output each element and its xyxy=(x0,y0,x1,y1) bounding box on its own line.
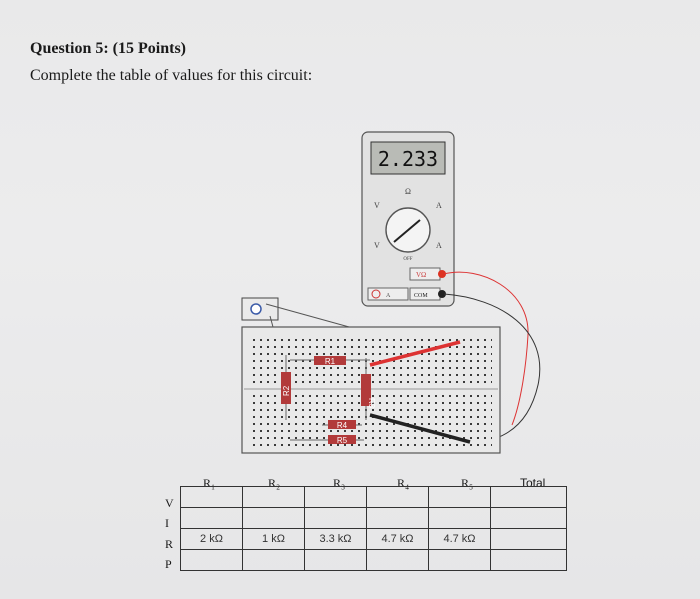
question-prompt: Complete the table of values for this ci… xyxy=(30,67,313,84)
svg-text:R4: R4 xyxy=(337,421,348,430)
jack-va-label: VΩ xyxy=(416,271,426,279)
jack-com-label: COM xyxy=(414,293,428,299)
row-label-i: I xyxy=(165,516,169,530)
circuit-figure: 2.233 Ω V A V A OFF VΩ A COM R1 R2 xyxy=(241,131,541,454)
table-row-v xyxy=(180,486,567,508)
dial-label-dcv: V xyxy=(374,201,380,210)
table-row-i xyxy=(180,507,567,529)
cell-i-total[interactable] xyxy=(490,507,567,529)
svg-text:R2: R2 xyxy=(282,385,291,396)
svg-text:R3: R3 xyxy=(367,398,376,409)
dial-pointer xyxy=(393,219,421,243)
cell-v-total[interactable] xyxy=(490,486,567,508)
cell-r-r2[interactable]: 1 kΩ xyxy=(242,528,305,550)
cell-r-r3[interactable]: 3.3 kΩ xyxy=(304,528,367,550)
multimeter-readout: 2.233 xyxy=(378,147,438,171)
svg-text:R5: R5 xyxy=(337,436,348,445)
cell-i-r1[interactable] xyxy=(180,507,243,529)
cell-r-total[interactable] xyxy=(490,528,567,550)
cell-r-r1[interactable]: 2 kΩ xyxy=(180,528,243,550)
cell-v-r5[interactable] xyxy=(428,486,491,508)
jack-a xyxy=(371,289,381,299)
cell-p-r4[interactable] xyxy=(366,549,429,571)
jack-a-label: A xyxy=(386,293,391,299)
dial-label-off: OFF xyxy=(403,257,412,262)
table-row-p xyxy=(180,549,567,571)
dial-label-dca: A xyxy=(436,201,442,210)
cell-i-r3[interactable] xyxy=(304,507,367,529)
svg-text:R1: R1 xyxy=(325,357,336,366)
row-label-r: R xyxy=(165,537,174,551)
cell-v-r3[interactable] xyxy=(304,486,367,508)
cell-p-r3[interactable] xyxy=(304,549,367,571)
question-title: Question 5: (15 Points) xyxy=(30,40,186,57)
resistor-r3: R3 xyxy=(361,358,376,420)
red-probe-wire xyxy=(443,271,529,426)
battery-lead-a xyxy=(265,303,361,331)
jack-com xyxy=(438,290,446,298)
row-label-p: P xyxy=(165,557,172,571)
multimeter-display xyxy=(370,141,446,175)
cell-v-r1[interactable] xyxy=(180,486,243,508)
cell-p-r1[interactable] xyxy=(180,549,243,571)
resistor-r5: R5 xyxy=(290,435,364,445)
cell-r-r4[interactable]: 4.7 kΩ xyxy=(366,528,429,550)
black-probe-wire xyxy=(443,293,541,443)
values-table: 2 kΩ 1 kΩ 3.3 kΩ 4.7 kΩ 4.7 kΩ xyxy=(180,486,567,571)
dial-label-aca: A xyxy=(436,241,442,250)
cell-v-r4[interactable] xyxy=(366,486,429,508)
cell-p-r2[interactable] xyxy=(242,549,305,571)
cell-v-r2[interactable] xyxy=(242,486,305,508)
cell-p-r5[interactable] xyxy=(428,549,491,571)
jack-va xyxy=(438,270,446,278)
resistor-r1: R1 xyxy=(290,356,370,366)
cell-i-r2[interactable] xyxy=(242,507,305,529)
cell-i-r4[interactable] xyxy=(366,507,429,529)
cell-r-r5[interactable]: 4.7 kΩ xyxy=(428,528,491,550)
table-row-r: 2 kΩ 1 kΩ 3.3 kΩ 4.7 kΩ 4.7 kΩ xyxy=(180,528,567,550)
battery-terminal xyxy=(250,303,262,315)
resistor-r2: R2 xyxy=(281,355,291,420)
resistor-r4: R4 xyxy=(322,420,362,430)
dial-label-acv: V xyxy=(374,241,380,250)
dial-label-ohm: Ω xyxy=(405,187,411,196)
black-probe xyxy=(369,413,471,444)
red-probe xyxy=(369,340,461,367)
row-label-v: V xyxy=(165,496,174,510)
cell-p-total[interactable] xyxy=(490,549,567,571)
cell-i-r5[interactable] xyxy=(428,507,491,529)
